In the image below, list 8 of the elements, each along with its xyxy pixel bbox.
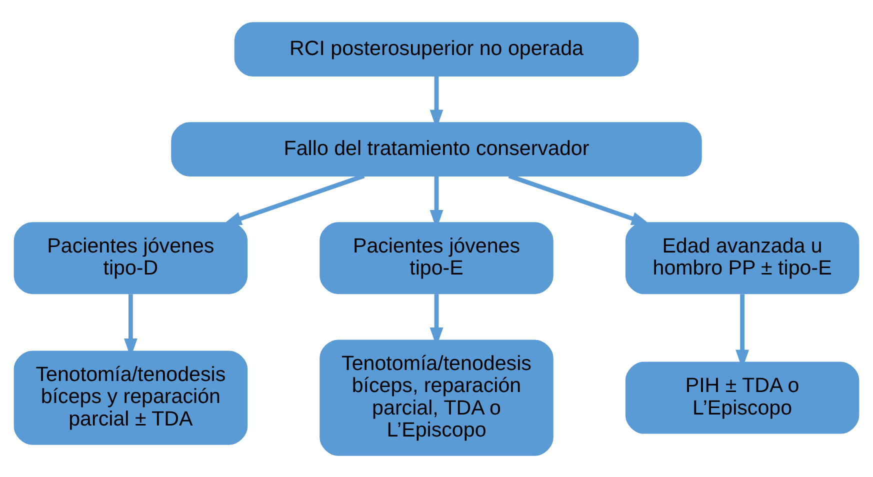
node-box: Tenotomía/tenodesis bíceps, reparación parcial, TDA o L’Episcopo xyxy=(320,339,554,456)
node-box: Pacientes jóvenes tipo-E xyxy=(320,222,554,294)
node-box: PIH ± TDA o L’Episcopo xyxy=(625,361,860,434)
node-box: Edad avanzada u hombro PP ± tipo-E xyxy=(625,222,860,294)
node-box: Fallo del tratamiento conservador xyxy=(171,122,702,176)
node-box: Pacientes jóvenes tipo-D xyxy=(14,222,248,294)
node-box: RCI posterosuperior no operada xyxy=(234,22,639,76)
node-box: Tenotomía/tenodesis bíceps y reparación parcial ± TDA xyxy=(14,350,248,444)
